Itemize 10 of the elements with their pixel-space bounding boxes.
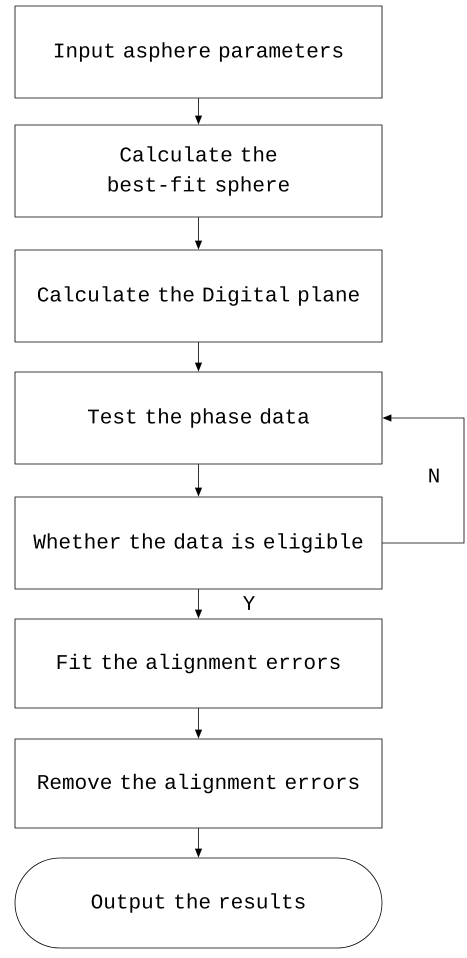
- edge-label: Y: [242, 595, 256, 611]
- edge-label: N: [426, 468, 442, 484]
- process-box: Remove the alignment errors: [14, 738, 382, 828]
- process-box: Test the phase data: [14, 372, 382, 464]
- process-box: Input asphere parameters: [14, 6, 382, 98]
- process-box: Whether the data is eligible: [14, 496, 382, 590]
- terminal-box: Output the results: [14, 858, 382, 948]
- process-box: Calculate the best-fit sphere: [14, 124, 382, 218]
- process-box: Fit the alignment errors: [14, 618, 382, 708]
- process-box: Calculate the Digital plane: [14, 250, 382, 342]
